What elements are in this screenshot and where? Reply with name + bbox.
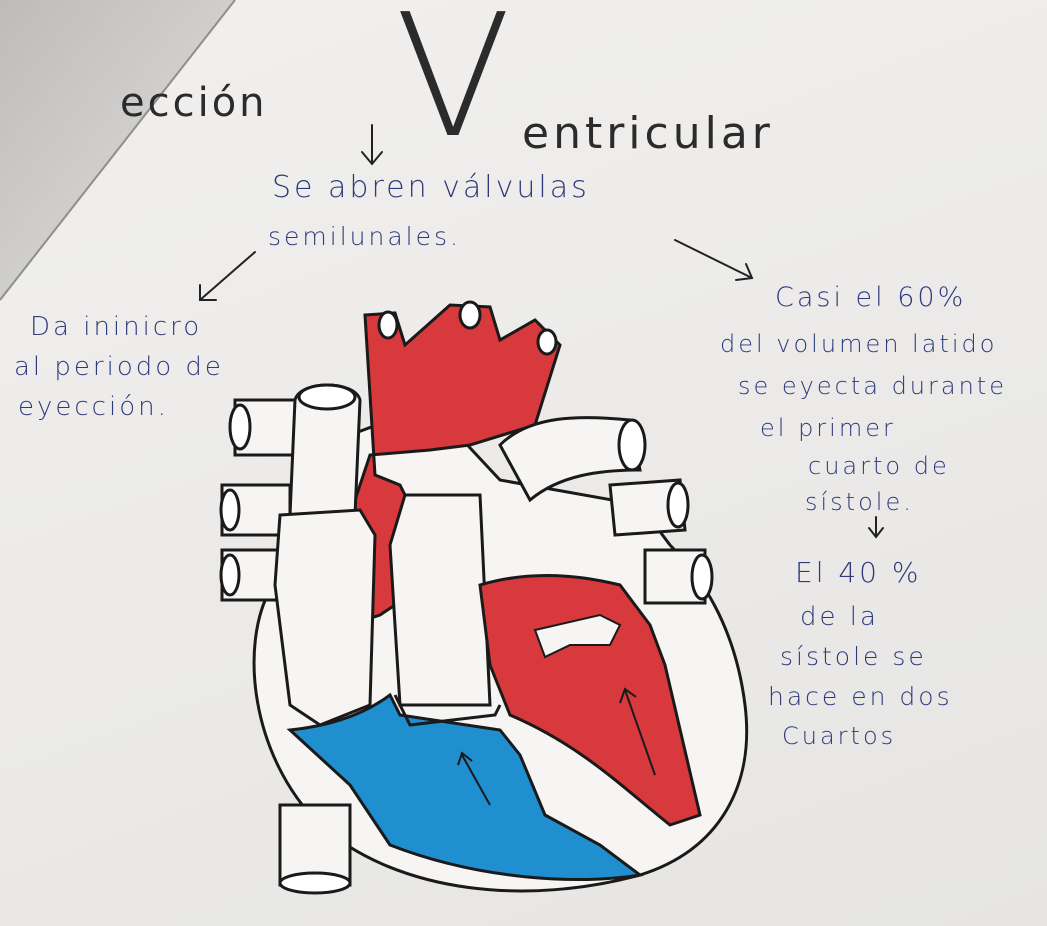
diagonal-arrow-icon — [675, 240, 752, 280]
note-right: el primer — [760, 414, 896, 442]
note-right: sístole se — [780, 642, 927, 671]
note-left: Da ininicro — [30, 312, 202, 342]
note-right: de la — [800, 602, 879, 632]
down-arrow-icon — [362, 125, 382, 164]
heart-illustration — [200, 285, 760, 905]
note-center: semilunales. — [268, 222, 461, 251]
note-center: Se abren válvulas — [272, 170, 590, 205]
note-right: sístole. — [805, 488, 914, 516]
note-right: Casi el 60% — [775, 282, 966, 313]
note-left: al periodo de — [14, 352, 224, 382]
note-right: hace en dos — [768, 682, 953, 711]
note-left: eyección. — [18, 392, 169, 422]
note-right: El 40 % — [795, 556, 922, 589]
note-right: se eyecta durante — [738, 372, 1007, 400]
note-right: del volumen latido — [720, 330, 997, 358]
down-arrow-icon — [869, 517, 883, 537]
note-right: Cuartos — [782, 722, 896, 750]
note-right: cuarto de — [808, 452, 950, 480]
